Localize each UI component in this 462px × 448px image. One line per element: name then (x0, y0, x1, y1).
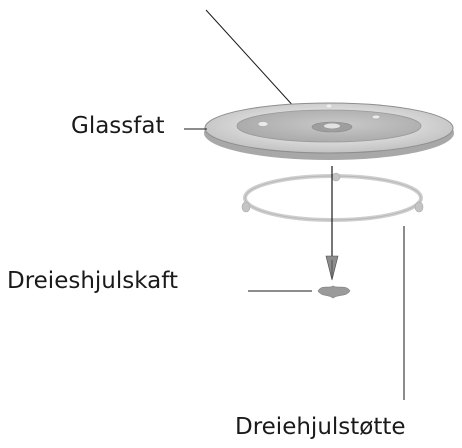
glass-tray-label: Glassfat (71, 113, 165, 139)
turntable-support-label: Dreiehjulstøtte (235, 414, 406, 440)
arrow-head-icon (325, 255, 339, 281)
turntable-shaft-label: Dreieshjulskaft (7, 268, 178, 294)
turntable-shaft (317, 285, 351, 299)
turntable-support-ring (241, 172, 424, 222)
tray-leader-line (205, 9, 307, 121)
glass-tray (204, 102, 454, 160)
